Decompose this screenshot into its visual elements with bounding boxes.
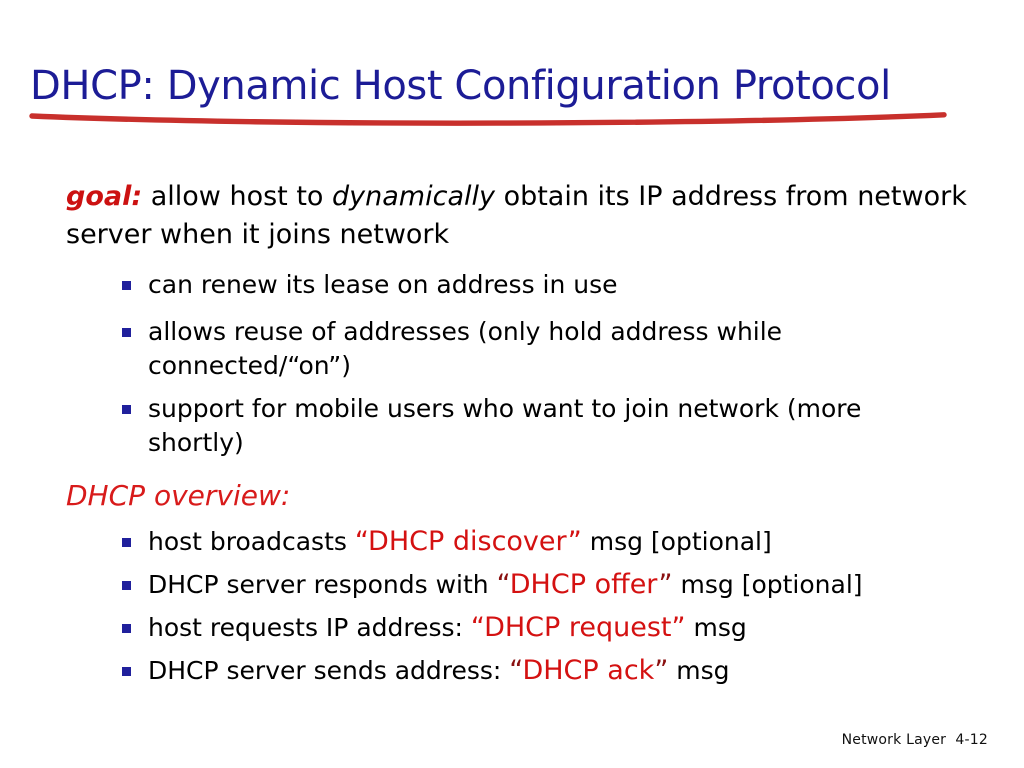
msg-open-quote: “: [496, 569, 510, 600]
goal-continuation-text: server when it joins network: [66, 219, 450, 250]
msg-highlight: DHCP discover: [368, 526, 568, 557]
msg-open-quote: “: [354, 526, 369, 557]
list-item: host requests IP address: “DHCP request”…: [0, 611, 1024, 645]
msg-suffix: msg [optional]: [581, 527, 772, 556]
list-item-line1: support for mobile users who want to joi…: [148, 394, 862, 423]
msg-prefix: host requests IP address:: [148, 613, 471, 642]
page-title: DHCP: Dynamic Host Configuration Protoco…: [30, 63, 891, 109]
section-heading-dhcp-overview: DHCP overview:: [66, 479, 291, 512]
msg-prefix: DHCP server responds with: [148, 570, 497, 599]
msg-highlight: DHCP offer: [509, 569, 659, 600]
list-item-line2: shortly): [148, 428, 244, 457]
bullet-square-icon: [122, 405, 131, 414]
list-item: support for mobile users who want to joi…: [0, 392, 1024, 460]
list-item-text: host requests IP address: “DHCP request”…: [148, 611, 984, 645]
msg-close-quote: ”: [654, 655, 669, 686]
list-item-text: DHCP server responds with “DHCP offer” m…: [148, 568, 984, 602]
bullet-square-icon: [122, 328, 131, 337]
list-item-line2: connected/“on”): [148, 351, 351, 380]
msg-prefix: host broadcasts: [148, 527, 355, 556]
bullet-square-icon: [122, 624, 131, 633]
goal-text-after: obtain its IP address from network: [494, 181, 967, 212]
msg-prefix: DHCP server sends address:: [148, 656, 510, 685]
msg-open-quote: “: [470, 612, 485, 643]
bullet-square-icon: [122, 667, 131, 676]
msg-highlight: DHCP ack: [522, 655, 655, 686]
goal-label: goal:: [66, 181, 143, 212]
msg-close-quote: ”: [567, 526, 582, 557]
slide-footer: Network Layer 4-12: [841, 732, 988, 748]
body-content: goal: allow host to dynamically obtain i…: [0, 178, 1024, 688]
msg-open-quote: “: [509, 655, 523, 686]
list-item: DHCP server sends address: “DHCP ack” ms…: [0, 654, 1024, 688]
msg-suffix: msg [optional]: [672, 570, 863, 599]
list-item: host broadcasts “DHCP discover” msg [opt…: [0, 525, 1024, 559]
list-item-line1: can renew its lease on address in use: [148, 270, 618, 299]
msg-highlight: DHCP request: [484, 612, 672, 643]
list-item: DHCP server responds with “DHCP offer” m…: [0, 568, 1024, 602]
bullet-square-icon: [122, 281, 131, 290]
bullet-square-icon: [122, 538, 131, 547]
list-item: allows reuse of addresses (only hold add…: [0, 315, 1024, 383]
msg-close-quote: ”: [671, 612, 686, 643]
list-item-line1: allows reuse of addresses (only hold add…: [148, 317, 783, 346]
title-block: DHCP: Dynamic Host Configuration Protoco…: [0, 62, 1024, 132]
msg-suffix: msg: [685, 613, 747, 642]
title-underline-swoosh: [28, 112, 948, 126]
goal-emphasis: dynamically: [332, 181, 495, 212]
msg-close-quote: ”: [658, 569, 673, 600]
msg-suffix: msg: [668, 656, 730, 685]
list-item: can renew its lease on address in use: [0, 268, 1024, 302]
goal-paragraph: goal: allow host to dynamically obtain i…: [0, 178, 1024, 216]
goal-text-before: allow host to: [142, 181, 333, 212]
list-item-text: DHCP server sends address: “DHCP ack” ms…: [148, 654, 984, 688]
bullet-square-icon: [122, 581, 131, 590]
list-item-text: host broadcasts “DHCP discover” msg [opt…: [148, 525, 984, 559]
goal-paragraph-continuation: server when it joins network: [0, 216, 1024, 254]
